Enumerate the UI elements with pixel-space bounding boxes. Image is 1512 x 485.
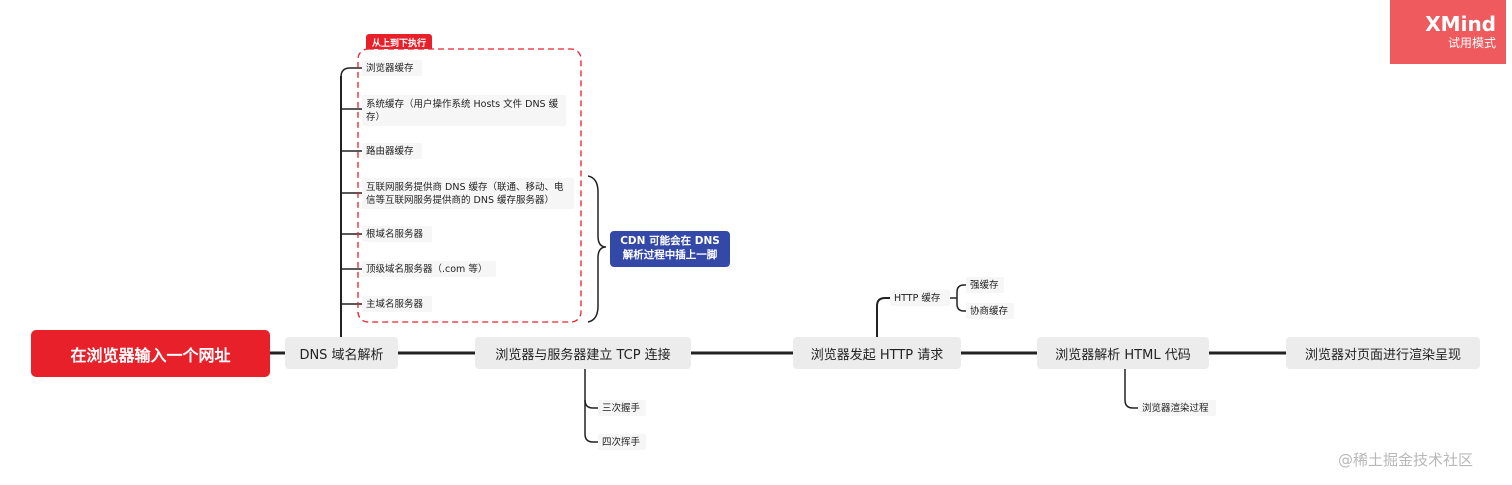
dns-item-primary-server[interactable]: 主域名服务器 (362, 296, 432, 312)
http-strong-cache[interactable]: 强缓存 (966, 277, 1004, 293)
topic-tcp-connection[interactable]: 浏览器与服务器建立 TCP 连接 (475, 337, 691, 369)
watermark: @稀土掘金技术社区 (1338, 451, 1474, 469)
topic-render-page[interactable]: 浏览器对页面进行渲染呈现 (1286, 337, 1480, 369)
dns-item-root-server[interactable]: 根域名服务器 (362, 226, 432, 242)
topic-dns-resolution[interactable]: DNS 域名解析 (285, 337, 398, 369)
xmind-trial-badge[interactable]: XMind 试用模式 (1390, 0, 1506, 64)
dns-item-system-cache[interactable]: 系统缓存（用户操作系统 Hosts 文件 DNS 缓存） (362, 95, 566, 126)
http-cache[interactable]: HTTP 缓存 (890, 290, 950, 306)
html-render-process[interactable]: 浏览器渲染过程 (1138, 400, 1216, 416)
dns-item-router-cache[interactable]: 路由器缓存 (362, 143, 422, 159)
dns-item-browser-cache[interactable]: 浏览器缓存 (362, 60, 422, 76)
tcp-three-way-handshake[interactable]: 三次握手 (598, 400, 646, 416)
dns-item-tld-server[interactable]: 顶级域名服务器（.com 等） (362, 261, 496, 277)
root-topic[interactable]: 在浏览器输入一个网址 (31, 330, 270, 377)
cdn-callout[interactable]: CDN 可能会在 DNS 解析过程中插上一脚 (610, 231, 730, 267)
order-tag: 从上到下执行 (366, 34, 433, 49)
dns-item-isp-cache[interactable]: 互联网服务提供商 DNS 缓存（联通、移动、电信等互联网服务提供商的 DNS 缓… (362, 178, 574, 209)
tcp-four-way-wave[interactable]: 四次挥手 (598, 434, 646, 450)
topic-http-request[interactable]: 浏览器发起 HTTP 请求 (793, 337, 961, 369)
topic-parse-html[interactable]: 浏览器解析 HTML 代码 (1037, 337, 1209, 369)
http-negotiated-cache[interactable]: 协商缓存 (966, 303, 1014, 319)
trial-mode-label: 试用模式 (1447, 36, 1496, 50)
xmind-logo-text: XMind (1425, 12, 1496, 36)
